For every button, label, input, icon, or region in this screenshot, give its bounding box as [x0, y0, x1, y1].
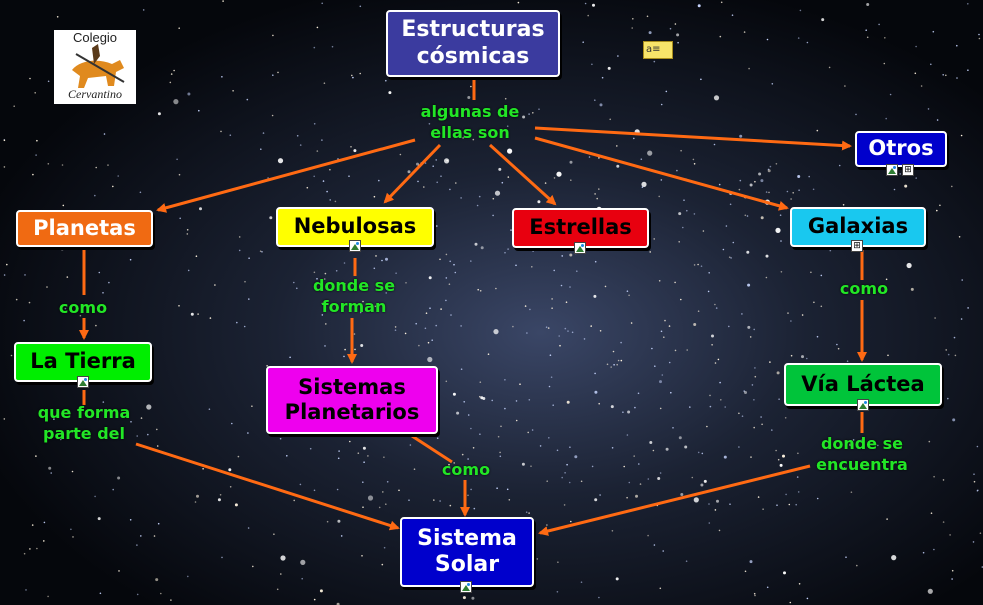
node-label: Sistemas Planetarios: [285, 375, 420, 425]
image-icon[interactable]: [349, 240, 361, 252]
node-label: Galaxias: [808, 214, 908, 239]
node-otros[interactable]: Otros: [855, 131, 947, 167]
image-icon[interactable]: [460, 581, 472, 593]
node-label: Nebulosas: [294, 214, 417, 239]
node-estructuras-cosmicas[interactable]: Estructuras cósmicas: [386, 10, 560, 77]
node-label: Planetas: [33, 216, 136, 241]
node-label: La Tierra: [30, 349, 136, 374]
image-icon[interactable]: [574, 242, 586, 254]
image-icon[interactable]: [886, 164, 898, 176]
node-label: Sistema Solar: [417, 526, 517, 579]
link-phrase-como-sistemas: como: [442, 460, 490, 481]
school-logo: Colegio Cervantino: [54, 30, 136, 104]
node-label: Estrellas: [529, 215, 632, 240]
logo-line-2: Cervantino: [54, 87, 136, 102]
link-phrase-que-forma: que forma parte del: [38, 403, 131, 445]
node-label: Vía Láctea: [801, 372, 924, 397]
node-label: Otros: [868, 136, 933, 161]
link-phrase-donde-se-encuentra: donde se encuentra: [816, 434, 908, 476]
concept-map-icon[interactable]: ⊞: [902, 164, 914, 176]
image-icon[interactable]: [77, 376, 89, 388]
node-sistema-solar[interactable]: Sistema Solar: [400, 517, 534, 587]
link-phrase-algunas: algunas de ellas son: [421, 102, 520, 144]
node-sistemas-planetarios[interactable]: Sistemas Planetarios: [266, 366, 438, 434]
link-phrase-como-galaxias: como: [840, 279, 888, 300]
node-label: Estructuras cósmicas: [401, 17, 544, 70]
link-phrase-donde-se-forman: donde se forman: [313, 276, 395, 318]
image-icon[interactable]: [857, 399, 869, 411]
note-icon[interactable]: a≡: [643, 41, 673, 59]
node-planetas[interactable]: Planetas: [16, 210, 153, 247]
concept-map-icon[interactable]: ⊞: [851, 240, 863, 252]
link-phrase-como-planetas: como: [59, 298, 107, 319]
